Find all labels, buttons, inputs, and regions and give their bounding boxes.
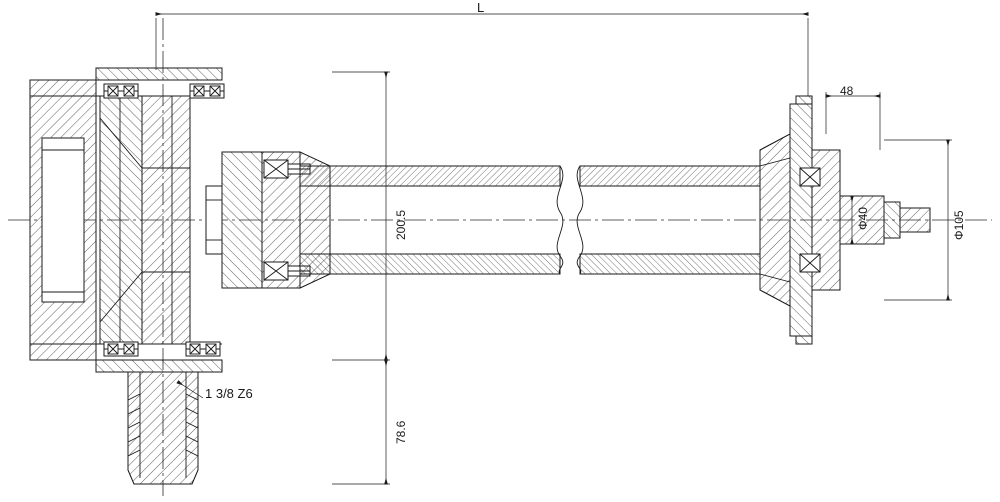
leader-line-spline [176,379,204,399]
dimension-label-height-main: 200.5 [394,209,408,240]
dimension-label-flange-diameter: Φ105 [952,210,966,240]
annotation-spline-callout: 1 3/8 Z6 [205,386,253,401]
geometry-outlines [8,18,992,496]
dimension-label-shaft-diameter: Φ40 [856,207,870,230]
dimension-label-flange-length: 48 [840,84,854,98]
dimension-label-height-lower: 78.6 [394,420,408,444]
dimension-lines [155,12,952,485]
dimension-label-overall-length: L [477,0,485,15]
